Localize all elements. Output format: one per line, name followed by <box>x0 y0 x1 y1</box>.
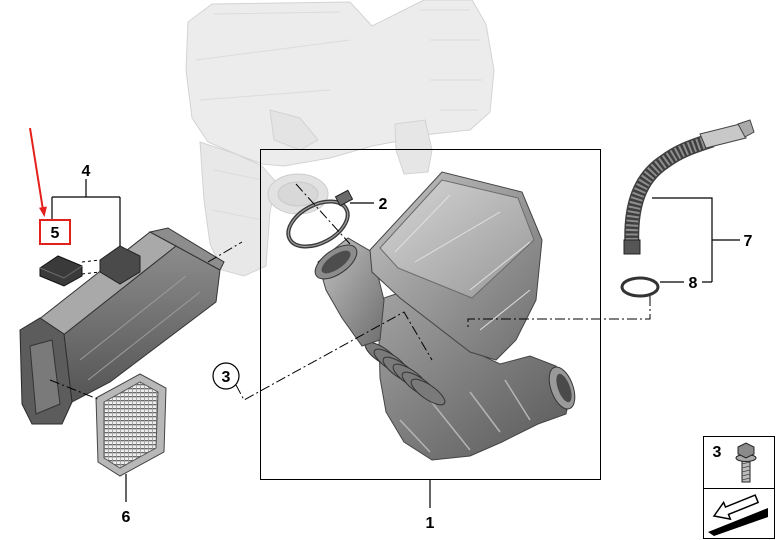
callout-1: 1 <box>426 480 435 532</box>
assembly-frame <box>260 149 601 480</box>
callout-6: 6 <box>122 474 131 526</box>
housing-outlet-opening <box>277 181 319 207</box>
callout-8-label: 8 <box>689 275 698 292</box>
legend-box: 3 <box>703 436 775 539</box>
clamp-screw-housing <box>334 189 354 207</box>
legend-fastener-label: 3 <box>713 444 722 461</box>
clip-body <box>39 255 83 287</box>
hose-clamp-part-2 <box>286 189 354 249</box>
hose-fitting-tip <box>737 119 755 138</box>
housing-pipe-stub <box>394 119 433 175</box>
intake-lid-ribs <box>394 194 531 331</box>
grille-mesh <box>103 381 159 469</box>
clamp-band-highlight <box>287 200 349 248</box>
intake-lid-top-face <box>379 179 535 299</box>
filter-grille-part-6 <box>95 373 167 477</box>
o-ring-to-lid-line <box>467 296 651 330</box>
callout-5-label: 5 <box>51 225 60 242</box>
callout-8: 8 <box>660 275 698 292</box>
callout-6-label: 6 <box>122 509 131 526</box>
housing-lower-body <box>199 141 277 277</box>
intake-lower-ribs <box>399 379 531 453</box>
intake-outlet-opening <box>556 373 572 403</box>
callout-5-highlight-box <box>39 219 71 245</box>
highlight-arrow-head <box>39 206 47 217</box>
hose-corrugation <box>625 134 714 247</box>
clip-edge <box>39 265 83 279</box>
air-filter-housing-background <box>185 0 495 277</box>
highlight-arrow-shaft <box>29 127 44 211</box>
snorkel-side-ribs <box>79 275 201 381</box>
snorkel-end-cap <box>148 227 225 271</box>
callout-3: 3 <box>212 362 240 390</box>
callout-4-label: 4 <box>82 163 91 180</box>
arrow-icon <box>708 494 768 536</box>
snorkel-to-housing-line <box>207 241 243 263</box>
callout-7-label: 7 <box>744 233 753 250</box>
corrugated-connector <box>364 341 446 406</box>
breather-hose-part-7 <box>623 119 755 255</box>
hose-end-fitting <box>699 123 747 149</box>
hose-lower-end <box>623 239 641 255</box>
intake-housing-part-1 <box>314 171 576 461</box>
clip-to-snorkel-line <box>81 259 101 275</box>
reference-lines <box>49 183 651 401</box>
callout-3-label: 3 <box>222 369 231 386</box>
callout-2-label: 2 <box>379 196 388 213</box>
housing-rib-lines <box>195 9 482 221</box>
snorkel-opening <box>29 339 61 415</box>
callout-7: 7 <box>652 197 753 283</box>
bolt-position-line <box>235 311 433 401</box>
callout-4: 4 <box>51 163 121 246</box>
housing-mount-boss <box>269 109 319 151</box>
callout-3-circle <box>212 362 240 390</box>
clip-part-5 <box>39 255 83 287</box>
callout-4-bracket <box>51 179 121 246</box>
callout-2: 2 <box>350 196 388 213</box>
callout-1-label: 1 <box>426 515 435 532</box>
bolt-icon <box>735 442 757 483</box>
callout-5: 5 <box>39 219 71 245</box>
highlight-arrow <box>29 127 47 217</box>
intake-inlet-opening <box>321 250 351 274</box>
callout-7-bracket <box>652 197 740 283</box>
housing-upper-body <box>185 0 495 167</box>
clamp-axis-line <box>295 183 351 245</box>
o-ring-part-8 <box>620 276 660 298</box>
snorkel-to-grille-line <box>49 379 101 401</box>
